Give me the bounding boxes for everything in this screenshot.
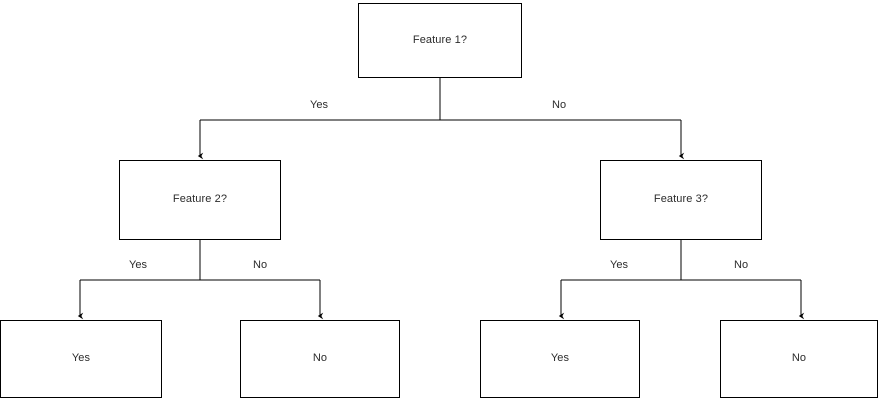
node-root-feature-1[interactable]: Feature 1? <box>358 3 522 78</box>
node-label: Feature 2? <box>172 193 228 206</box>
node-label: No <box>312 352 328 365</box>
edge-label-feature2-no: No <box>250 259 271 273</box>
node-leaf-yes-1[interactable]: Yes <box>0 320 162 398</box>
node-label: No <box>791 352 807 365</box>
node-label: Feature 1? <box>412 33 468 46</box>
node-label: Feature 3? <box>653 193 709 206</box>
edge-label-feature3-yes: Yes <box>607 259 631 273</box>
node-leaf-yes-2[interactable]: Yes <box>480 320 640 398</box>
node-feature-3[interactable]: Feature 3? <box>600 160 762 240</box>
node-label: Yes <box>550 352 570 365</box>
edge-label-feature3-no: No <box>731 259 752 273</box>
edge-label-root-yes: Yes <box>307 99 331 113</box>
node-leaf-no-2[interactable]: No <box>720 320 878 398</box>
edge-label-root-no: No <box>549 99 570 113</box>
node-label: Yes <box>71 352 91 365</box>
edge-label-feature2-yes: Yes <box>126 259 150 273</box>
node-leaf-no-1[interactable]: No <box>240 320 400 398</box>
node-feature-2[interactable]: Feature 2? <box>119 160 281 240</box>
